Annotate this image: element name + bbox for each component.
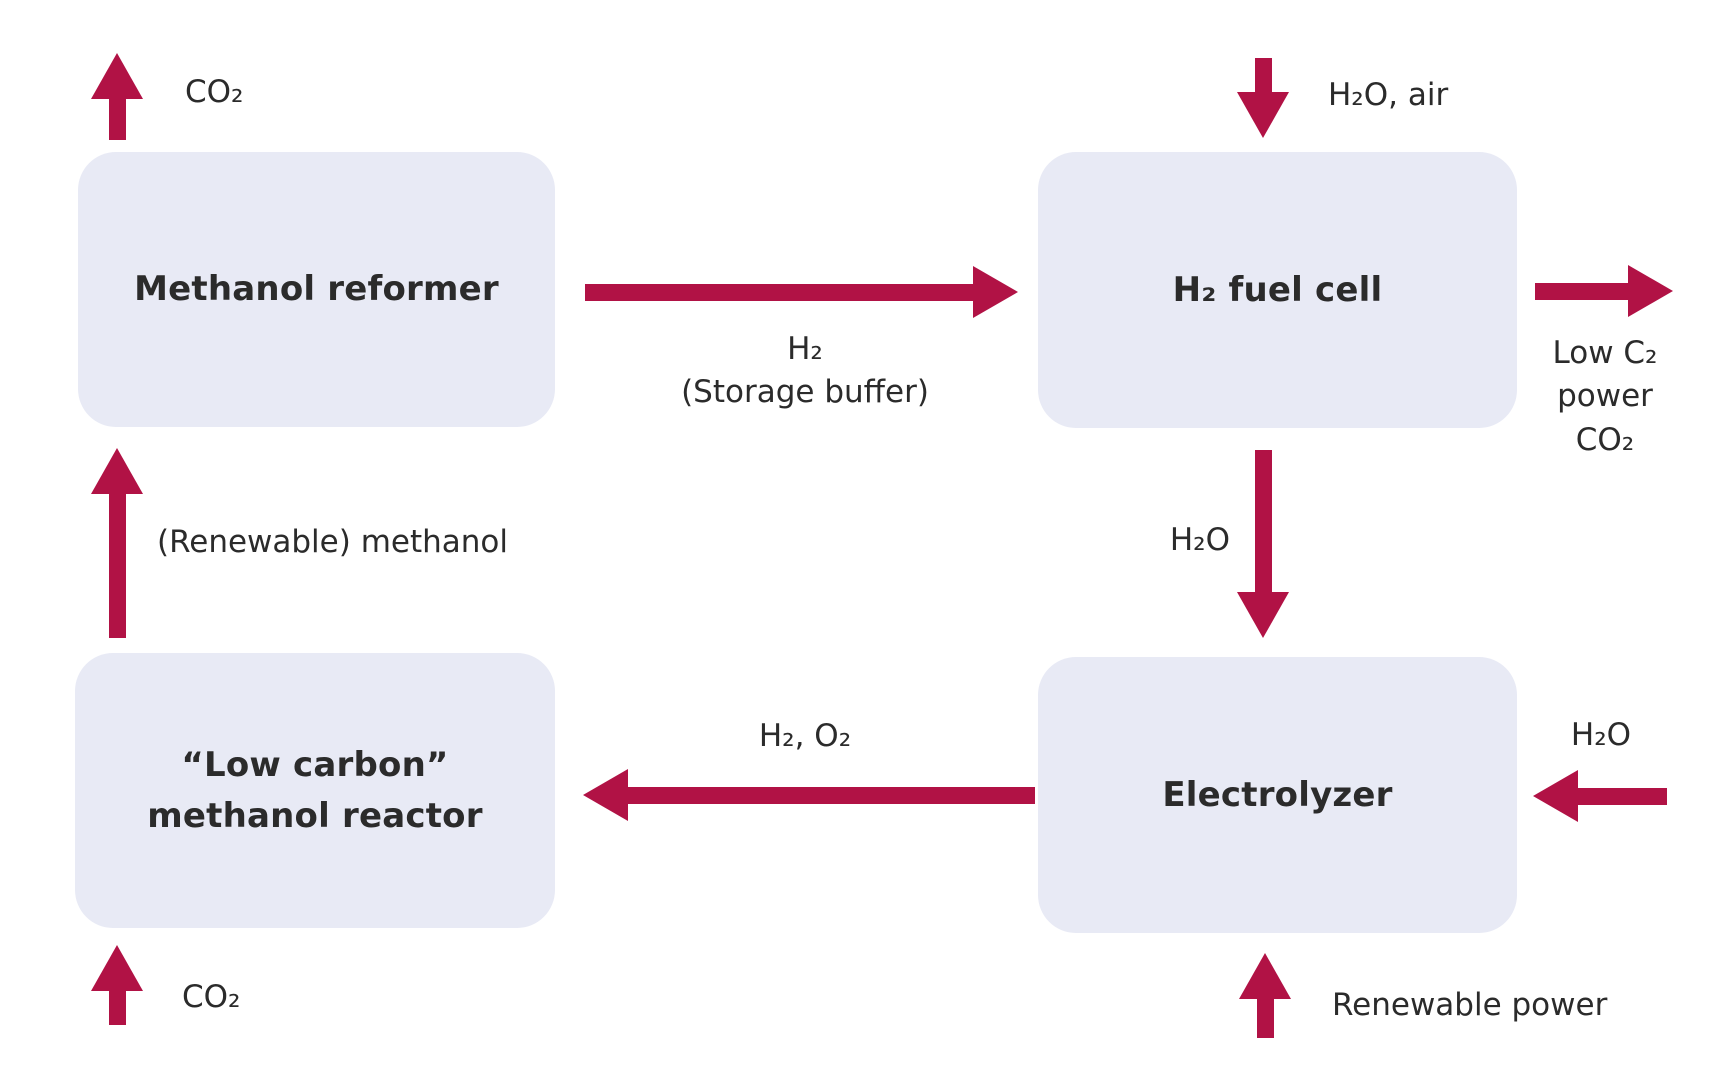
low-carbon-methanol-reactor-box: “Low carbon” methanol reactor: [75, 653, 555, 928]
arrow-shaft: [108, 991, 126, 1025]
arrowhead: [1237, 92, 1289, 138]
h2o-air-label: H₂O, air: [1328, 77, 1449, 113]
arrowhead: [1533, 770, 1578, 822]
h2o-recycle-label: H₂O: [1169, 522, 1230, 558]
h2o-recycle-down-arrow-icon: [1237, 450, 1289, 638]
arrowhead: [1628, 265, 1673, 317]
arrow-shaft: [108, 494, 126, 638]
h2-fuel-cell-box: H₂ fuel cell: [1038, 152, 1517, 428]
arrow-shaft: [1254, 58, 1272, 92]
co2-out-up-arrow-icon: [91, 53, 143, 140]
arrowhead: [91, 945, 143, 991]
low-carbon-methanol-reactor-title: “Low carbon” methanol reactor: [147, 744, 483, 836]
electrolyzer-box: Electrolyzer: [1038, 657, 1517, 933]
renewable-power-label: Renewable power: [1332, 987, 1608, 1023]
h2o-in-left-arrow-icon: [1533, 770, 1667, 822]
methanol-reformer-title: Methanol reformer: [134, 269, 499, 309]
h2o-in-label: H₂O: [1570, 717, 1632, 753]
co2-out-label: CO₂: [185, 74, 244, 110]
arrowhead: [1239, 953, 1291, 999]
arrow-shaft: [1254, 450, 1272, 592]
h2-fuel-cell-title: H₂ fuel cell: [1172, 269, 1383, 310]
h2-storage-buffer-label: H₂ (Storage buffer): [681, 331, 929, 411]
renewable-methanol-label: (Renewable) methanol: [157, 524, 508, 560]
low-c-power-co2-label: Low C₂ power CO₂: [1552, 335, 1658, 458]
arrowhead: [973, 266, 1018, 318]
h2-flow-right-arrow-icon: [585, 266, 1018, 318]
low-c-power-out-right-arrow-icon: [1535, 265, 1673, 317]
arrowhead: [91, 53, 143, 99]
h2-o2-label: H₂, O₂: [758, 718, 852, 754]
arrowhead: [1237, 592, 1289, 638]
renewable-power-up-arrow-icon: [1239, 953, 1291, 1038]
arrow-shaft: [1578, 787, 1667, 805]
arrow-shaft: [1535, 282, 1628, 300]
arrow-shaft: [1256, 999, 1274, 1038]
arrowhead: [91, 448, 143, 494]
arrowhead: [583, 769, 628, 821]
h2-o2-left-arrow-icon: [583, 769, 1035, 821]
arrow-shaft: [108, 99, 126, 140]
arrow-shaft: [628, 786, 1035, 804]
electrolyzer-title: Electrolyzer: [1162, 774, 1393, 815]
co2-in-label: CO₂: [182, 979, 241, 1015]
methanol-reformer-box: Methanol reformer: [78, 152, 555, 427]
h2o-air-down-arrow-icon: [1237, 58, 1289, 138]
co2-in-up-arrow-icon: [91, 945, 143, 1025]
renewable-methanol-up-arrow-icon: [91, 448, 143, 638]
arrow-shaft: [585, 283, 973, 301]
